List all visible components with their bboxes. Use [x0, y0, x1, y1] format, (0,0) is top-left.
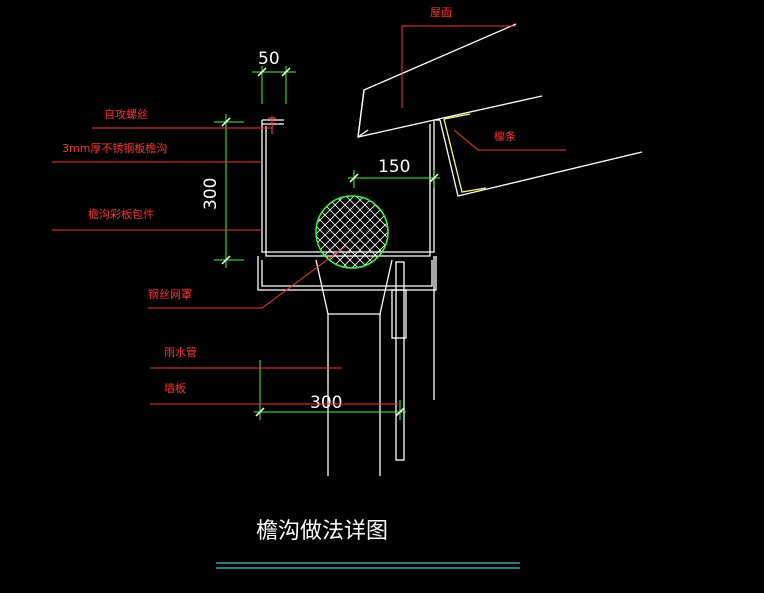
wire-mesh-ball: [315, 195, 389, 269]
dim-gutter-height: 300: [201, 178, 221, 210]
drawing-title: 檐沟做法详图: [256, 519, 388, 544]
screw-icon: [268, 116, 276, 134]
label-gutter-color-wrap: 檐沟彩板包件: [88, 207, 154, 221]
label-self-tapping-screw: 自攻螺丝: [104, 107, 148, 121]
dim-lip-width: 50: [258, 49, 280, 69]
label-roof-panel: 屋面: [430, 6, 452, 19]
roof-panel: [357, 23, 543, 138]
purlin: [439, 113, 643, 197]
label-wall-panel: 墙板: [164, 381, 186, 395]
leader-lines: [52, 25, 566, 405]
label-gutter-material: 3mm厚不锈钢板檐沟: [62, 141, 167, 155]
dimension-ticks: [221, 67, 439, 417]
dim-offset: 150: [378, 157, 410, 177]
label-purlin: 檩条: [494, 129, 516, 143]
label-downpipe: 雨水管: [164, 345, 197, 359]
label-wire-mesh-cover: 钢丝网罩: [148, 288, 192, 301]
gutter-body: [257, 119, 440, 476]
dim-gutter-width: 300: [310, 393, 342, 413]
title-underline: [216, 562, 520, 569]
